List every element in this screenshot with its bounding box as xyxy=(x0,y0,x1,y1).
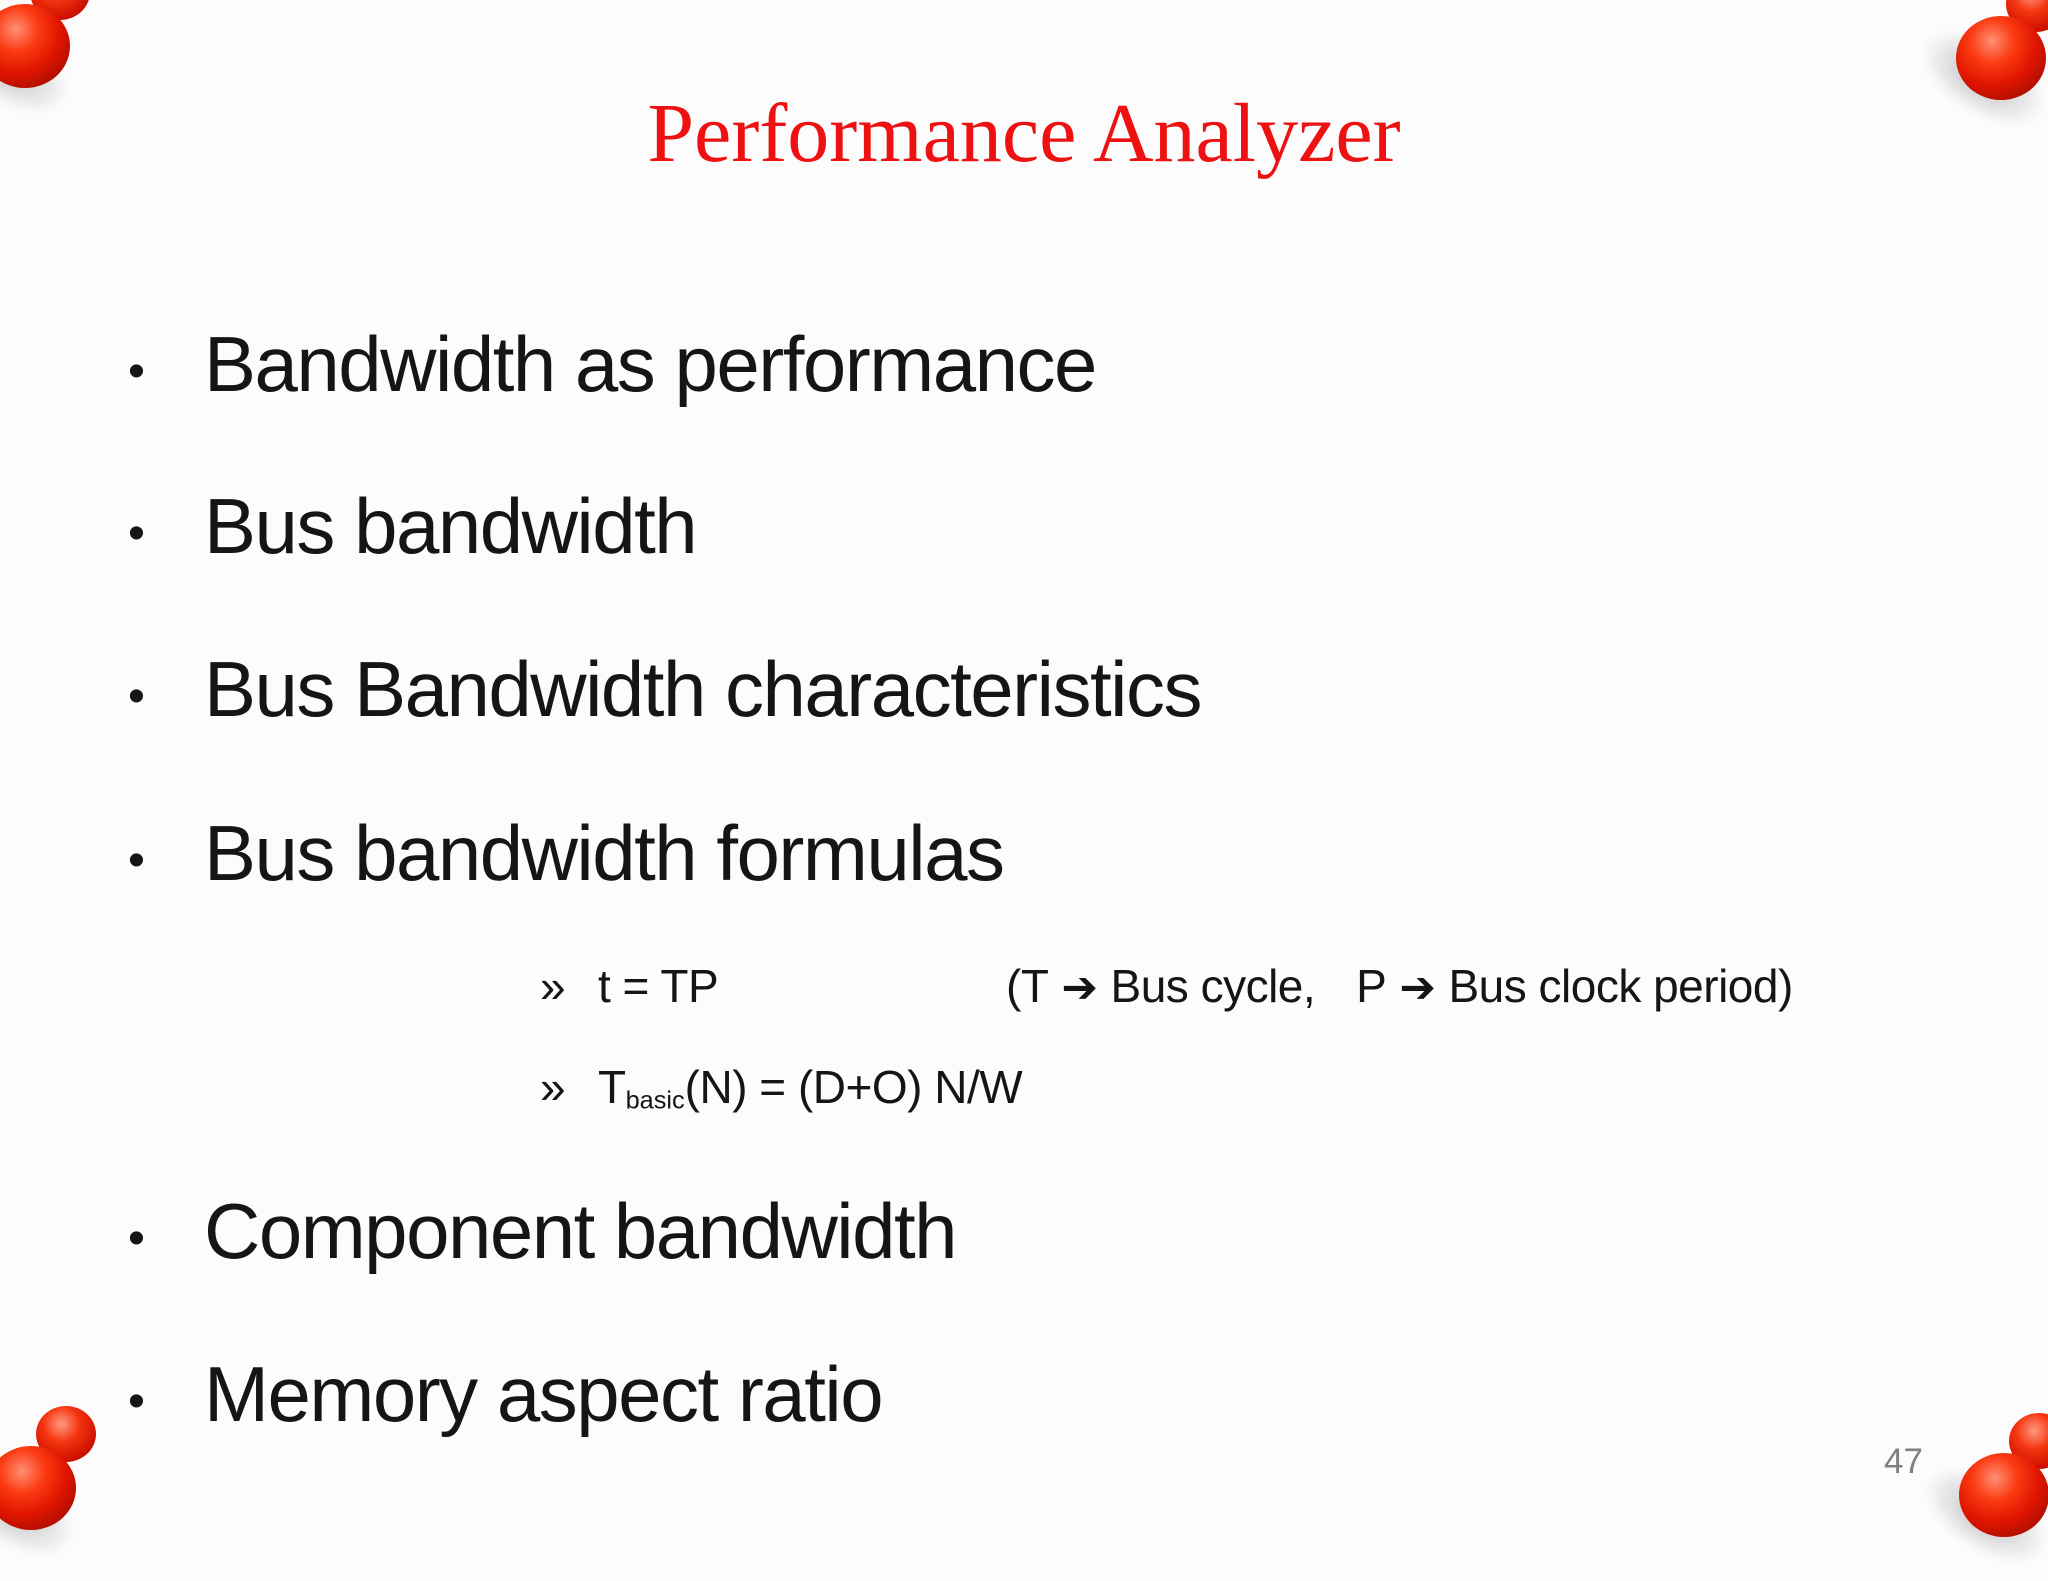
formula-rest: (N) = (D+O) N/W xyxy=(684,1061,1023,1113)
annotation-open: (T xyxy=(1006,960,1049,1012)
page-number: 47 xyxy=(1884,1442,1923,1481)
bullet-icon: • xyxy=(128,669,145,724)
bullet-label: Bus bandwidth formulas xyxy=(204,809,1005,897)
bullet-item: •Component bandwidth xyxy=(128,1192,958,1270)
bullet-item: •Bus Bandwidth characteristics xyxy=(128,650,1202,728)
pushpin-ball xyxy=(1959,1453,2048,1537)
bullet-label: Bandwidth as performance xyxy=(204,320,1097,408)
pushpin-knob xyxy=(30,0,90,20)
sub-bullet-icon: » xyxy=(540,1061,566,1113)
right-arrow-icon: ➔ xyxy=(1399,962,1436,1013)
annotation-text: Bus cycle, xyxy=(1110,960,1316,1012)
formula-annotation: (T➔Bus cycle,P➔Bus clock period) xyxy=(1006,960,1806,1012)
pushpin-icon xyxy=(1910,1413,2048,1581)
bullet-icon: • xyxy=(128,506,145,561)
bullet-icon: • xyxy=(128,1211,145,1266)
slide-title: Performance Analyzer xyxy=(647,87,1401,180)
bullet-label: Component bandwidth xyxy=(204,1187,958,1275)
bullet-label: Memory aspect ratio xyxy=(204,1350,884,1438)
annotation-p: P xyxy=(1356,960,1387,1012)
bullet-label: Bus Bandwidth characteristics xyxy=(204,645,1202,733)
pushpin-ball xyxy=(1956,16,2046,100)
bullet-item: •Bandwidth as performance xyxy=(128,325,1097,403)
formula-lhs: t = TP xyxy=(598,960,719,1012)
bullet-item: •Bus bandwidth formulas xyxy=(128,814,1005,892)
formula-line-2: » Tbasic(N) = (D+O) N/W xyxy=(540,1061,1023,1115)
right-arrow-icon: ➔ xyxy=(1061,962,1098,1013)
bullet-label: Bus bandwidth xyxy=(204,482,698,570)
formula-subscript: basic xyxy=(625,1086,685,1115)
bullet-item: •Bus bandwidth xyxy=(128,487,698,565)
bullet-icon: • xyxy=(128,833,145,888)
formula-line-1: »t = TP(T➔Bus cycle,P➔Bus clock period) xyxy=(540,963,1806,1010)
sub-bullet-icon: » xyxy=(540,960,566,1012)
pushpin-knob xyxy=(36,1406,96,1462)
pushpin-ball xyxy=(0,4,70,88)
bullet-item: •Memory aspect ratio xyxy=(128,1355,884,1433)
pushpin-shadow xyxy=(1910,1448,2048,1581)
annotation-close: Bus clock period) xyxy=(1448,960,1793,1012)
pushpin-knob xyxy=(2006,0,2048,32)
pushpin-knob xyxy=(2009,1413,2048,1469)
pushpin-ball xyxy=(0,1446,76,1530)
bullet-icon: • xyxy=(128,344,145,399)
formula-base: T xyxy=(598,1061,626,1113)
pushpin-shadow xyxy=(0,1441,89,1575)
bullet-icon: • xyxy=(128,1374,145,1429)
